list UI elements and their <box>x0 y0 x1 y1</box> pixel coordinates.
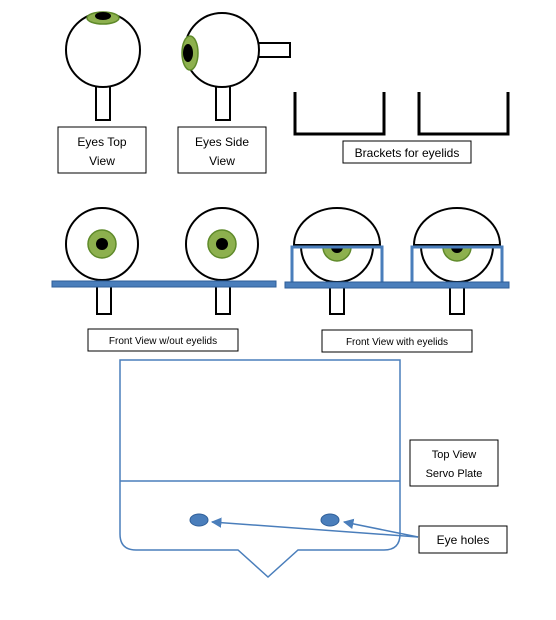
svg-text:Eyes Side: Eyes Side <box>195 135 249 149</box>
eyelid-bracket-left <box>293 92 386 136</box>
eye-hole-left <box>189 513 209 527</box>
svg-text:View: View <box>89 154 115 168</box>
eye-top-view <box>65 11 141 121</box>
eye-side-view <box>181 12 291 121</box>
svg-text:Front View w/out eyelids: Front View w/out eyelids <box>109 336 217 347</box>
front-view-with-eyelids <box>284 207 510 315</box>
eyelid-bracket-right <box>417 92 510 136</box>
eye-hole-right <box>320 513 340 527</box>
eyes-top-view-label: Eyes Top View <box>57 126 147 174</box>
top-view-servo-plate-label: Top View Servo Plate <box>409 439 499 487</box>
front-with-eyelids-label: Front View with eyelids <box>321 329 473 353</box>
front-without-eyelids-label: Front View w/out eyelids <box>87 328 239 352</box>
front-view-without-eyelids <box>51 207 277 315</box>
svg-text:Eye holes: Eye holes <box>437 533 490 547</box>
svg-text:View: View <box>209 154 235 168</box>
brackets-label: Brackets for eyelids <box>342 140 472 164</box>
svg-text:Brackets for eyelids: Brackets for eyelids <box>355 146 460 160</box>
eye-holes-label: Eye holes <box>418 525 508 554</box>
svg-text:Servo Plate: Servo Plate <box>426 468 483 480</box>
eyes-side-view-label: Eyes Side View <box>177 126 267 174</box>
svg-text:Front View with eyelids: Front View with eyelids <box>346 337 448 348</box>
servo-plate-top-view <box>119 359 419 579</box>
svg-text:Eyes Top: Eyes Top <box>77 135 126 149</box>
svg-text:Top View: Top View <box>432 449 476 461</box>
